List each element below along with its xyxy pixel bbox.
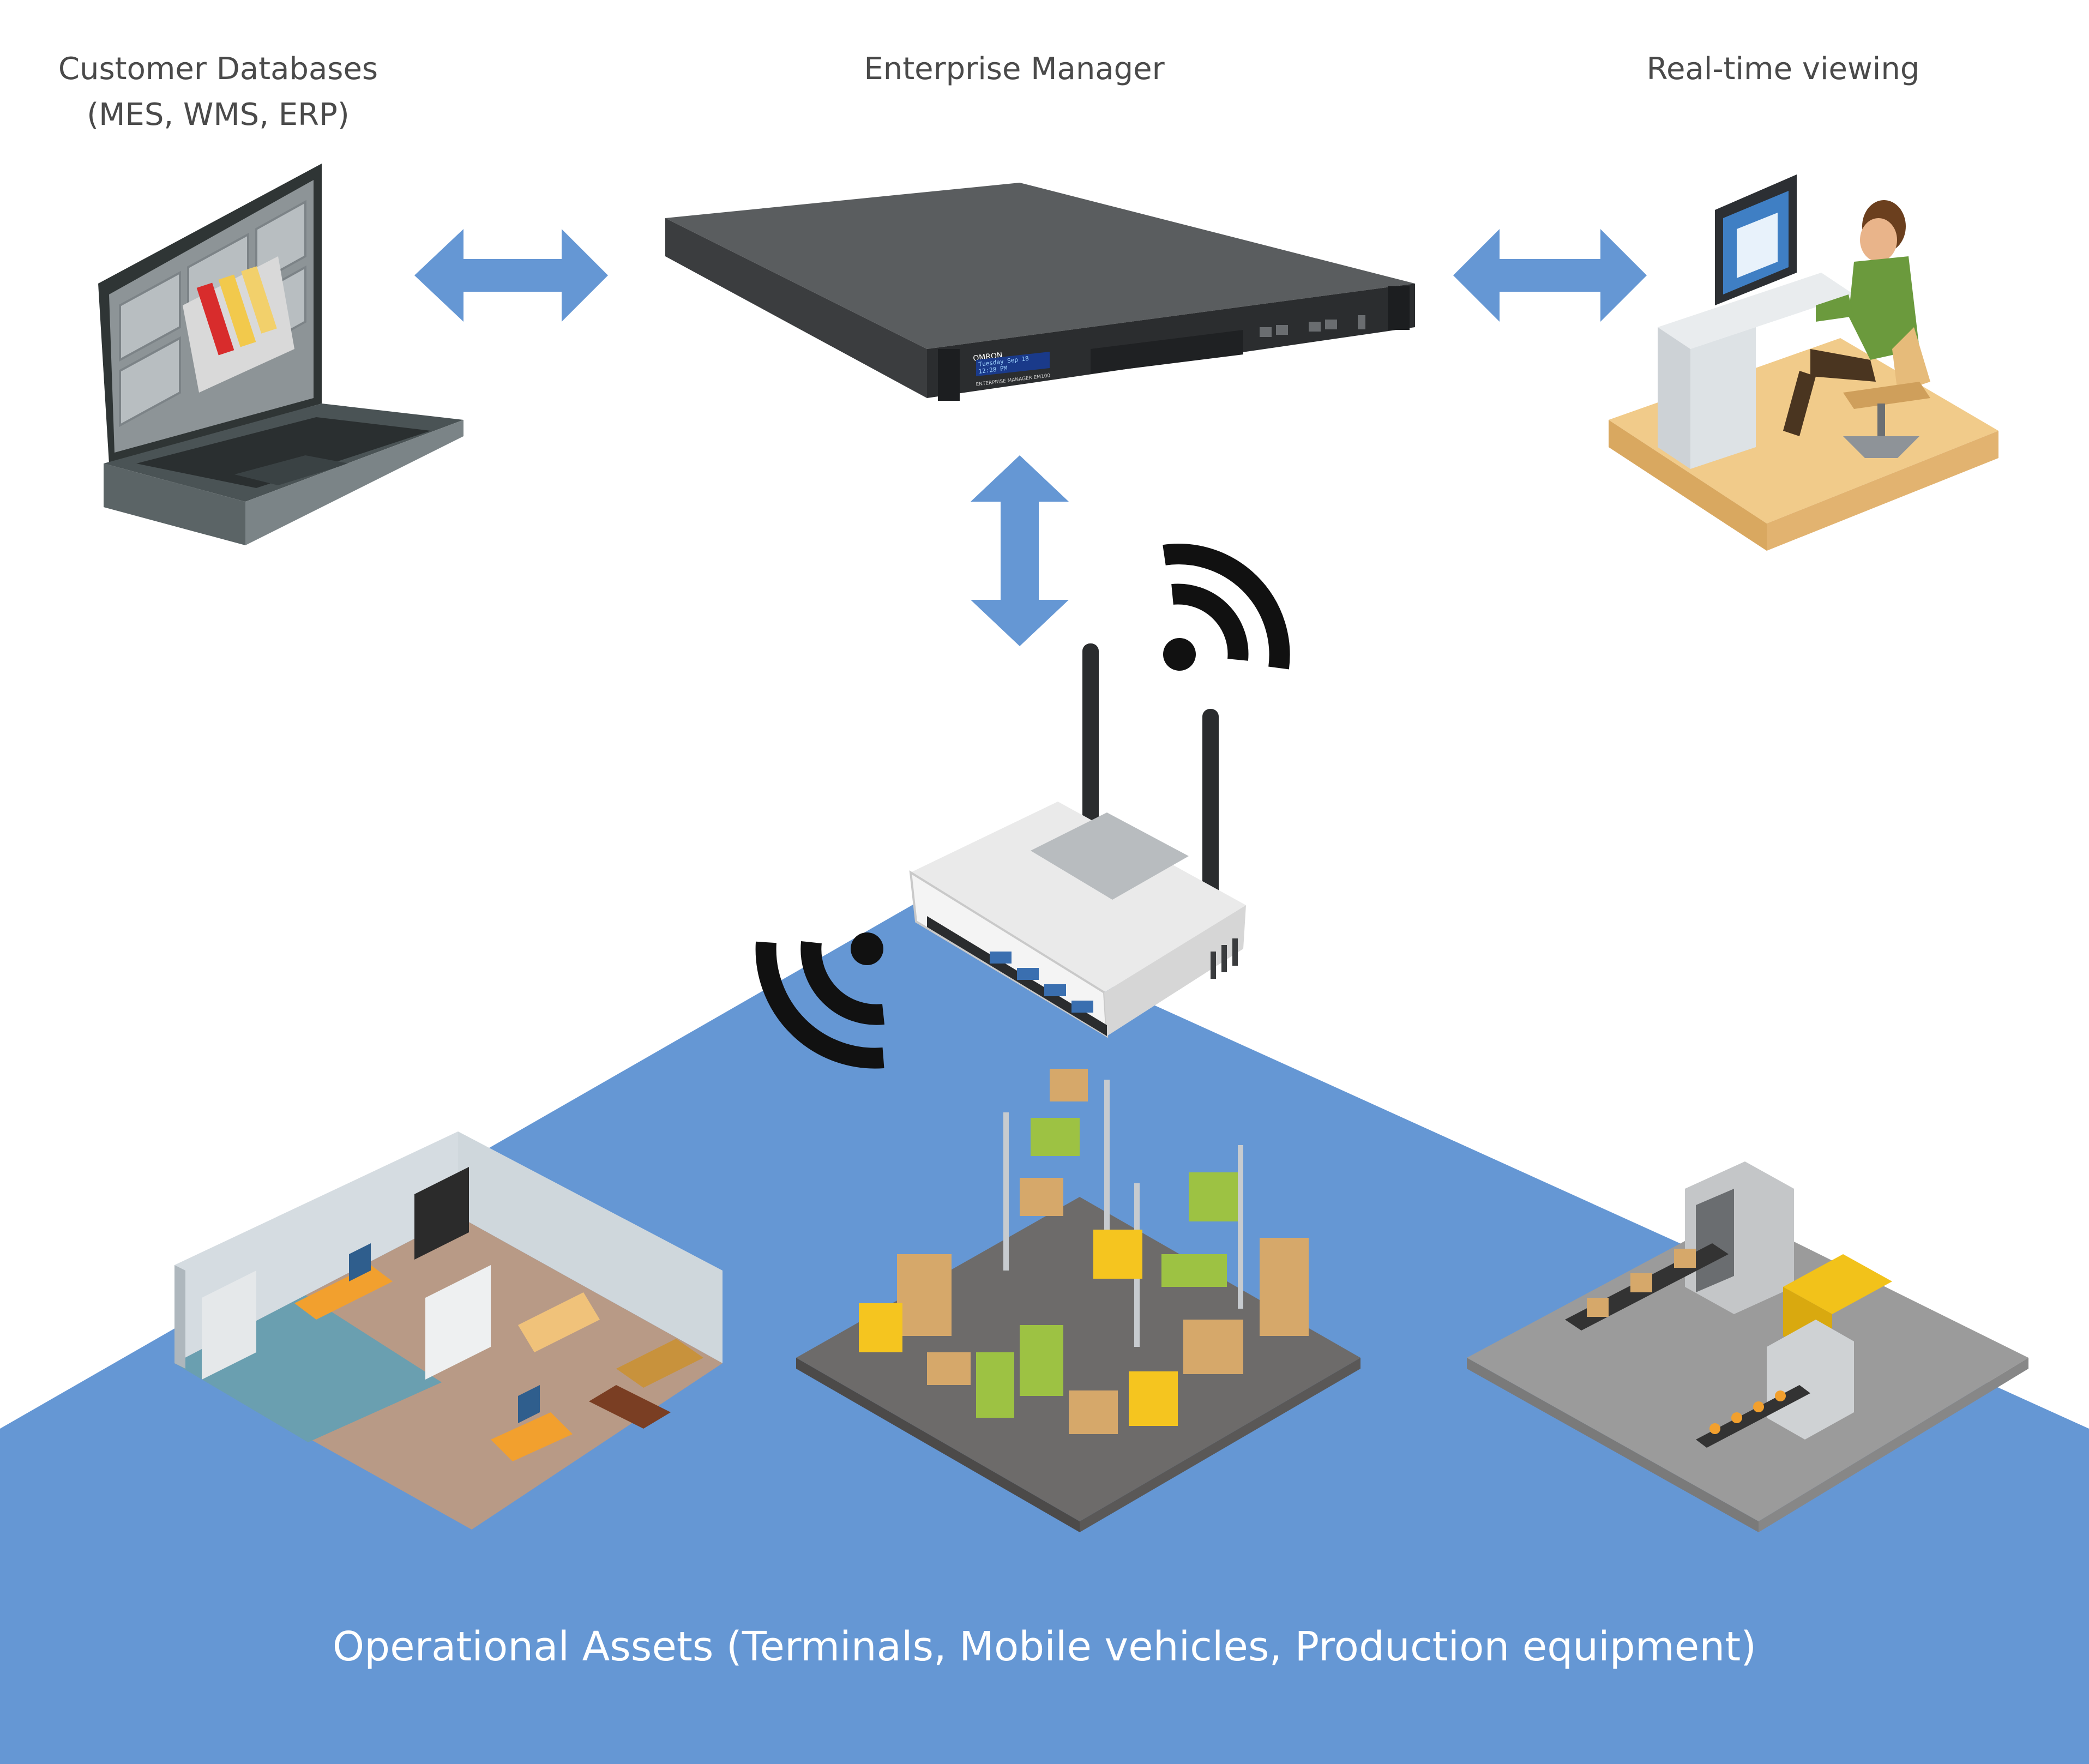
production-line-icon xyxy=(1467,1161,2028,1532)
arrow-em-rt xyxy=(1453,229,1647,322)
operator-workstation-icon xyxy=(1609,174,1998,551)
wifi-signal-icon xyxy=(1163,544,1290,671)
wifi-signal-icon-2 xyxy=(755,932,884,1069)
server-display-line2: 12:28 PM xyxy=(978,365,1008,375)
customer-databases-line1: Customer Databases xyxy=(58,51,378,87)
realtime-viewing-label: Real-time viewing xyxy=(1646,51,1920,87)
warehouse-icon xyxy=(796,1069,1360,1532)
office-floorplan-icon xyxy=(174,1131,723,1530)
arrow-em-router xyxy=(971,455,1069,646)
rack-server-icon: OMRON Tuesday Sep 18 12:28 PM ENTERPRISE… xyxy=(665,183,1415,401)
laptop-database-icon xyxy=(98,164,463,545)
wifi-router-icon xyxy=(909,643,1246,1038)
customer-databases-line2: (MES, WMS, ERP) xyxy=(87,97,350,133)
operational-assets-label: Operational Assets (Terminals, Mobile ve… xyxy=(332,1623,1757,1670)
enterprise-manager-label: Enterprise Manager xyxy=(864,51,1165,87)
customer-databases-label: Customer Databases (MES, WMS, ERP) xyxy=(0,46,436,138)
arrow-db-em xyxy=(414,229,608,322)
